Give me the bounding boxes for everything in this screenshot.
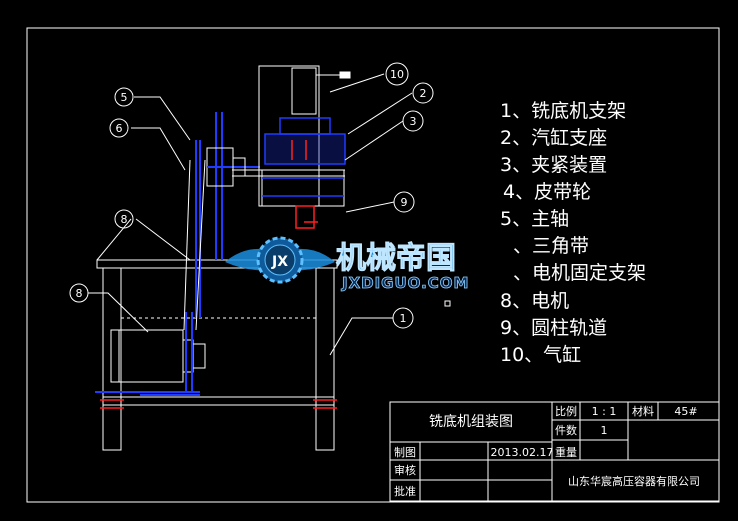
motor-mount-bracket: [95, 312, 200, 396]
approve-label: 批准: [394, 484, 416, 498]
callout-6-label: 8: [121, 213, 128, 226]
callout-5-label: 6: [116, 122, 123, 135]
legend-item-2: 2、汽缸支座: [500, 127, 607, 149]
callout-8-label: 8: [76, 287, 83, 300]
callout-10-label: 10: [390, 68, 404, 81]
legend-item-4: 4、皮带轮: [503, 181, 591, 203]
machine-support-frame: [96, 259, 338, 451]
drawn-label: 制图: [394, 446, 416, 459]
callout-4: 5: [114, 87, 134, 107]
belt-lines: [183, 159, 206, 331]
legend-item-3: 3、夹紧装置: [500, 154, 607, 176]
callout-3: 3: [402, 110, 424, 132]
callout-1-label: 1: [400, 312, 407, 325]
legend-item-10: 10、气缸: [500, 344, 581, 366]
watermark-chinese: 机械帝国: [336, 241, 456, 276]
legend-item-1: 1、铣底机支架: [500, 100, 626, 122]
spindle-rail: [232, 169, 345, 177]
material-value: 45#: [674, 405, 697, 418]
drawing-date: 2013.02.17: [491, 446, 554, 459]
drawing-frame: [26, 27, 720, 503]
watermark-logo: JX 机械帝国 JXDIGUO.COM: [225, 236, 469, 292]
legend-item-5: 5、主轴: [500, 208, 569, 230]
parts-legend: 1、铣底机支架 2、汽缸支座 3、夹紧装置 4、皮带轮 5、主轴 、三角带 、电…: [500, 100, 646, 366]
watermark-badge: JX: [271, 254, 288, 270]
review-label: 审核: [394, 463, 416, 477]
weight-label: 重量: [555, 445, 577, 459]
callout-1: 1: [392, 307, 414, 329]
callout-6: 8: [114, 209, 134, 229]
motor: [110, 329, 206, 383]
leader-lines: [88, 73, 413, 356]
marker-square: [444, 300, 451, 307]
title-block: [389, 401, 720, 502]
callout-3-label: 3: [410, 115, 417, 128]
drawing-title: 铣底机组装图: [429, 414, 513, 430]
clamping-device: [261, 117, 346, 229]
scale-label: 比例: [555, 404, 577, 418]
legend-item-6: 、三角带: [513, 235, 589, 257]
callout-bubbles: 5 6 8 8 10 2 3 9: [69, 62, 434, 329]
watermark-latin: JXDIGUO.COM: [341, 274, 469, 292]
callout-2-label: 2: [420, 87, 427, 100]
callout-4-label: 5: [121, 91, 128, 104]
pulley: [206, 147, 260, 187]
material-label: 材料: [632, 404, 654, 418]
callout-5: 6: [109, 118, 129, 138]
legend-item-8: 8、电机: [500, 290, 569, 312]
title-block-text: 铣底机组装图 比例 1 : 1 材料 45# 件数 1 制图 2013.02.1…: [394, 404, 700, 498]
callout-9-label: 9: [401, 196, 408, 209]
quantity-value: 1: [601, 424, 608, 437]
callout-9: 9: [393, 191, 415, 213]
callout-2: 2: [412, 82, 434, 104]
callout-10: 10: [385, 62, 409, 86]
scale-value: 1 : 1: [592, 405, 617, 418]
quantity-label: 件数: [555, 424, 577, 437]
legend-item-7: 、电机固定支架: [513, 262, 646, 284]
legend-item-9: 9、圆柱轨道: [500, 317, 607, 339]
weld-marks: [100, 221, 337, 409]
company-name: 山东华宸高压容器有限公司: [568, 474, 700, 488]
vertical-column: [195, 112, 223, 318]
callout-8: 8: [69, 283, 89, 303]
